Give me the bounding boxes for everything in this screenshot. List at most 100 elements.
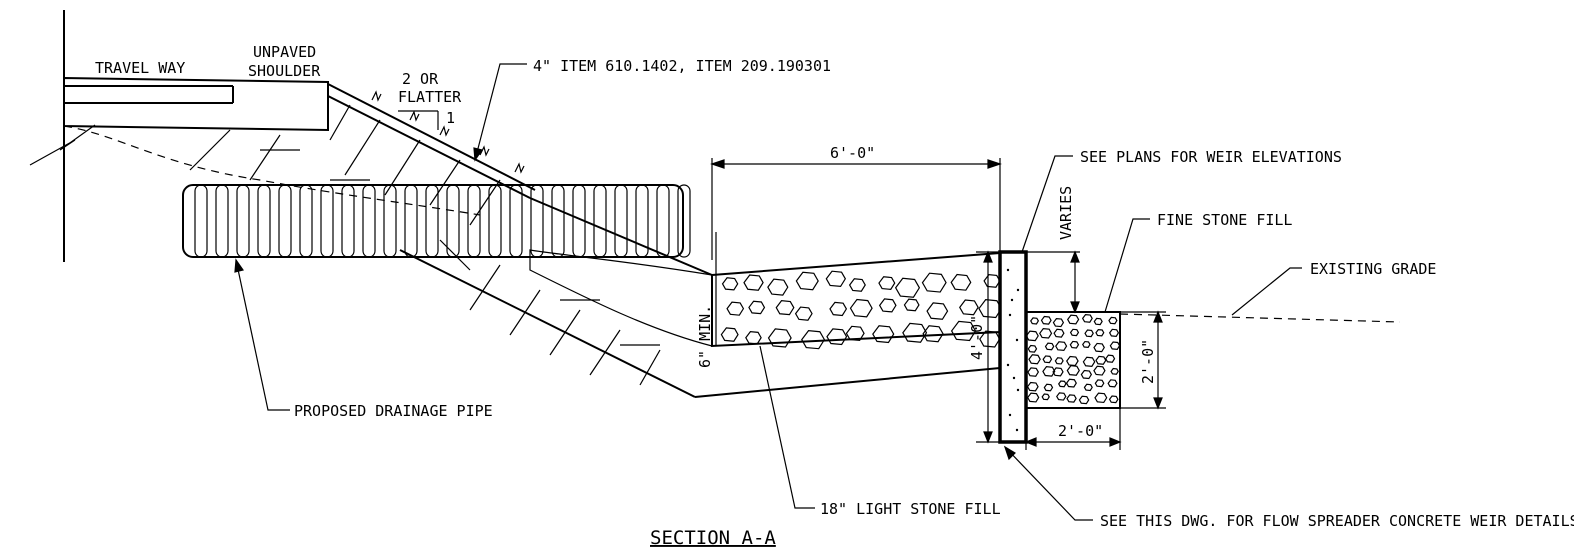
dim-2ft-horizontal: 2'-0" [1058, 422, 1103, 440]
pipe-rib [635, 184, 649, 258]
stone [1095, 355, 1107, 365]
dim-varies: VARIES [1057, 186, 1075, 240]
stone [903, 298, 920, 312]
stone [826, 328, 848, 346]
stone [1042, 366, 1056, 377]
stone [1093, 317, 1103, 326]
pipe-rib [320, 184, 334, 258]
pipe-rib [404, 184, 418, 258]
drainage-pipe [182, 184, 691, 258]
pipe-rib [299, 184, 313, 258]
stone [1108, 328, 1120, 337]
slope-ratio-top: 2 OR [402, 70, 439, 88]
stone [1030, 317, 1040, 325]
stone [829, 301, 848, 317]
stone [1039, 327, 1053, 339]
annotations: TRAVEL WAY UNPAVED SHOULDER 2 OR FLATTER… [95, 43, 1574, 549]
stone [1066, 355, 1079, 367]
pipe-rib [614, 184, 628, 258]
stone [1094, 392, 1108, 404]
stone [1069, 340, 1080, 349]
light-stone-label: 18" LIGHT STONE FILL [820, 500, 1001, 518]
stone [1052, 367, 1064, 377]
stone [1027, 344, 1038, 353]
drainage-pipe-label: PROPOSED DRAINAGE PIPE [294, 402, 493, 420]
pipe-rib [509, 184, 523, 258]
stone [1044, 342, 1055, 351]
stone [743, 274, 764, 291]
stone [1041, 393, 1050, 401]
pipe-rib [656, 184, 670, 258]
unpaved-label: UNPAVED [253, 43, 316, 61]
pipe-rib [425, 184, 439, 258]
dim-2ft-vertical: 2'-0" [1139, 339, 1157, 384]
stone [1027, 367, 1040, 377]
stone [1095, 328, 1105, 337]
light-stone-fill [529, 249, 1003, 350]
stone [1108, 316, 1118, 325]
stone [1058, 380, 1067, 388]
stone [726, 301, 745, 316]
stone [1040, 315, 1052, 325]
stone [1052, 317, 1065, 328]
stone [1043, 383, 1054, 392]
slope-ratio-one: 1 [446, 109, 455, 127]
stone [1094, 379, 1105, 388]
stone [926, 302, 949, 320]
weir-details-note: SEE THIS DWG. FOR FLOW SPREADER CONCRETE… [1100, 512, 1574, 530]
section-title: SECTION A-A [650, 527, 776, 549]
pipe-rib [278, 184, 292, 258]
stone [878, 276, 896, 291]
stone [845, 325, 865, 342]
stone [1081, 313, 1093, 323]
stone [745, 330, 762, 345]
stone [1082, 356, 1096, 367]
stone [1066, 314, 1080, 325]
pipe-rib [446, 184, 460, 258]
pipe-rib [194, 184, 208, 258]
existing-grade-label: EXISTING GRADE [1310, 260, 1436, 278]
stone [1109, 341, 1121, 350]
stone [959, 299, 979, 316]
stone [1055, 341, 1068, 352]
stone [1065, 378, 1077, 388]
stone [950, 273, 972, 291]
stone [849, 298, 873, 318]
stone [1110, 367, 1119, 375]
pipe-rib [677, 184, 691, 258]
weir-elevations-note: SEE PLANS FOR WEIR ELEVATIONS [1080, 148, 1342, 166]
stone [795, 271, 819, 291]
stone [1105, 354, 1116, 363]
stone [902, 322, 928, 343]
stone [1084, 329, 1094, 338]
stone [983, 274, 1001, 288]
stone [1078, 395, 1090, 405]
fine-stone-box [1025, 311, 1401, 409]
fine-stone-label: FINE STONE FILL [1157, 211, 1292, 229]
dim-6ft: 6'-0" [830, 144, 875, 162]
stone [794, 306, 813, 321]
stone [720, 327, 739, 342]
stone [1108, 395, 1119, 404]
stone [872, 325, 895, 344]
dim-6in-min: 6" MIN. [696, 305, 714, 368]
pipe-rib [593, 184, 607, 258]
stone [1069, 328, 1080, 337]
stone [922, 325, 944, 343]
stone [1042, 355, 1053, 364]
stone [801, 329, 826, 350]
stone [748, 300, 766, 315]
pipe-rib [488, 184, 502, 258]
stone [1107, 379, 1118, 388]
stone [921, 272, 947, 293]
stone [878, 298, 897, 313]
stone [767, 328, 792, 348]
stone [775, 300, 795, 316]
stone [1053, 328, 1065, 338]
roadway [29, 10, 481, 262]
travel-way-label: TRAVEL WAY [95, 59, 185, 77]
pipe-rib [362, 184, 376, 258]
stone [1080, 369, 1093, 380]
dimension-lines [710, 158, 1166, 450]
